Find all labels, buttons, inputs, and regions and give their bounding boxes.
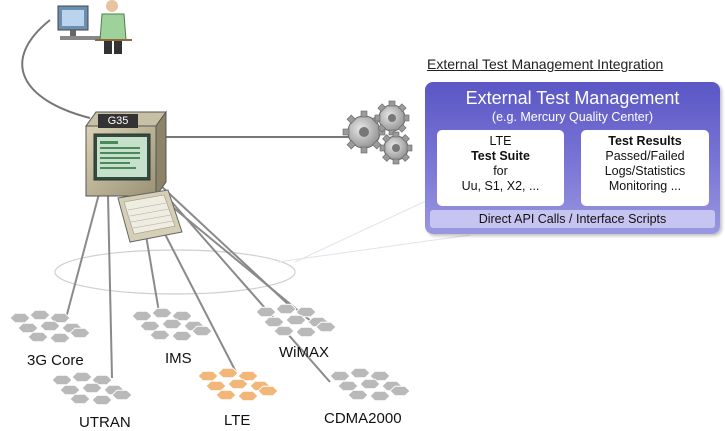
network-label-utran: UTRAN: [79, 414, 131, 431]
hex-cell: [49, 332, 71, 344]
hex-cell: [9, 312, 31, 324]
results-line-2: Passed/Failed: [605, 149, 685, 163]
zone-ellipse: [54, 249, 296, 295]
results-line-4: Monitoring ...: [608, 179, 682, 193]
hex-cell: [111, 389, 133, 401]
workstation-cable: [21, 19, 91, 119]
hex-cell: [347, 389, 369, 401]
hex-cell: [257, 385, 279, 397]
hex-cell: [369, 370, 391, 382]
hex-cell: [217, 367, 239, 379]
suite-line-3: for: [493, 164, 508, 178]
hex-cell: [275, 303, 297, 315]
suite-line-1: LTE: [489, 134, 512, 148]
hex-cell: [215, 389, 237, 401]
hex-cell: [205, 380, 227, 392]
test-results-box: Test Results Passed/Failed Logs/Statisti…: [581, 130, 709, 206]
network-label-wimax: WiMAX: [279, 344, 329, 361]
hex-cell: [91, 374, 113, 386]
hex-cell: [81, 382, 103, 394]
hex-cell: [39, 320, 61, 332]
hex-cluster-ims: [131, 307, 213, 342]
results-line-1: Test Results: [608, 134, 682, 148]
hex-cluster-lte: [197, 367, 279, 402]
external-test-management-panel: External Test Management (e.g. Mercury Q…: [425, 82, 720, 234]
api-bar: Direct API Calls / Interface Scripts: [430, 210, 715, 228]
test-suite-box: LTE Test Suite for Uu, S1, X2, ...: [437, 130, 564, 206]
suite-line-2: Test Suite: [471, 149, 530, 163]
network-label-cdma2000: CDMA2000: [324, 410, 402, 427]
keyboard-icon: [117, 189, 183, 243]
hex-cell: [285, 314, 307, 326]
network-label-3g-core: 3G Core: [27, 352, 84, 369]
hex-cell: [255, 306, 277, 318]
hex-cell: [349, 367, 371, 379]
user-workstation-icon: [57, 0, 132, 54]
hex-cell: [69, 393, 91, 405]
suite-line-4: Uu, S1, X2, ...: [461, 179, 540, 193]
hex-cell: [237, 370, 259, 382]
results-line-3: Logs/Statistics: [604, 164, 686, 178]
hex-cell: [191, 325, 213, 337]
hex-cell: [263, 316, 285, 328]
panel-heading: External Test Management: [465, 88, 680, 108]
hex-cell: [197, 370, 219, 382]
hex-cell: [27, 331, 49, 343]
hex-cell: [161, 318, 183, 330]
hex-cell: [69, 327, 91, 339]
hex-cell: [295, 326, 317, 338]
hex-cell: [71, 371, 93, 383]
hex-cell: [369, 390, 391, 402]
network-label-ims: IMS: [165, 350, 192, 367]
hex-cell: [171, 330, 193, 342]
panel-subheading: (e.g. Mercury Quality Center): [491, 110, 654, 124]
hex-cell: [315, 321, 337, 333]
hex-cell: [51, 374, 73, 386]
hex-cell: [139, 320, 161, 332]
hex-cell: [273, 325, 295, 337]
hex-cell: [295, 306, 317, 318]
hex-cell: [389, 385, 411, 397]
hex-cell: [171, 310, 193, 322]
hex-cluster-utran: [51, 371, 133, 406]
hex-cell: [49, 312, 71, 324]
hex-cell: [29, 309, 51, 321]
hex-cell: [91, 394, 113, 406]
network-label-lte: LTE: [224, 412, 251, 429]
hex-cluster-wimax: [255, 303, 337, 338]
hex-cluster-cdma2000: [329, 367, 411, 402]
integration-title: External Test Management Integration: [427, 56, 664, 72]
device-label: G35: [98, 114, 138, 128]
hex-cell: [131, 310, 153, 322]
perspective-line: [277, 234, 471, 263]
gears-icon: [342, 100, 413, 165]
hex-cell: [149, 329, 171, 341]
perspective-line: [294, 199, 429, 263]
hex-cell: [151, 307, 173, 319]
hex-cell: [329, 370, 351, 382]
hex-cluster-3g-core: [9, 309, 91, 344]
hex-cell: [359, 378, 381, 390]
hex-cell: [337, 380, 359, 392]
network-clusters: [9, 303, 411, 406]
hex-cell: [237, 390, 259, 402]
hex-cell: [17, 322, 39, 334]
hex-cell: [59, 384, 81, 396]
hex-cell: [227, 378, 249, 390]
